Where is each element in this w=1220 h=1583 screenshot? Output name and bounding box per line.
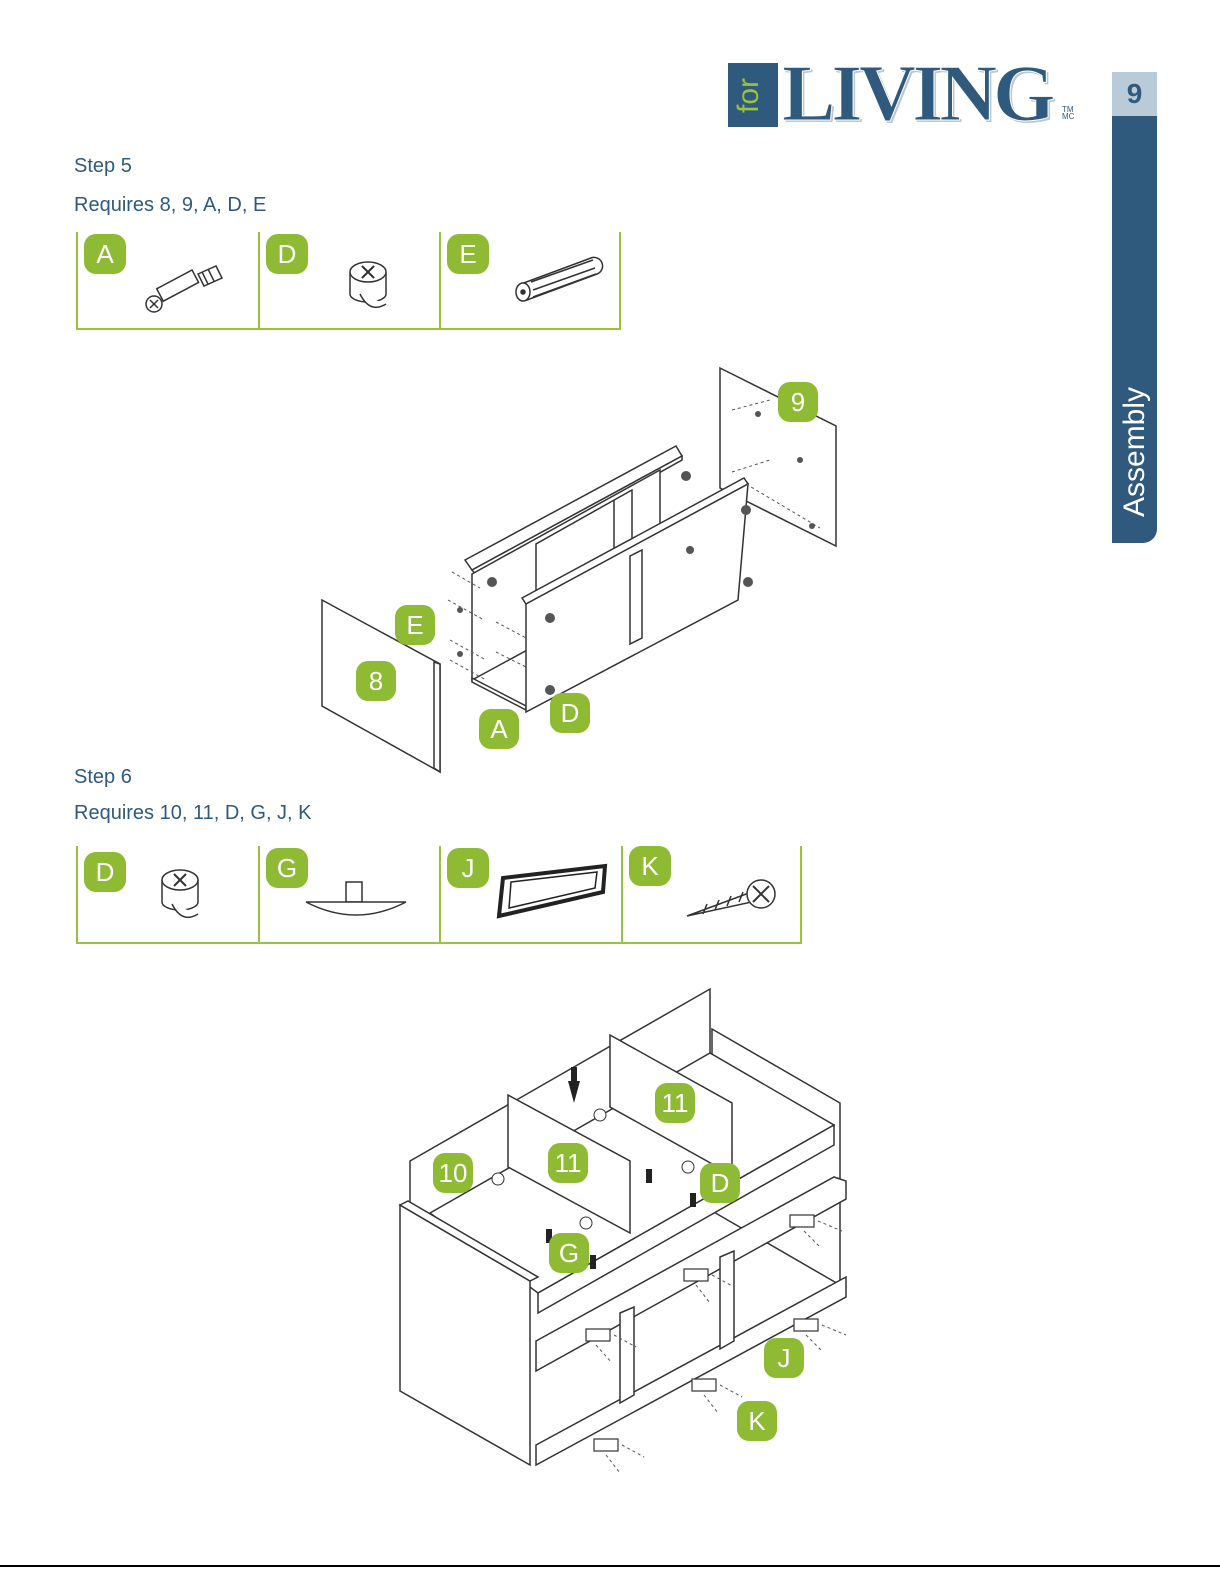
logo-box: for	[728, 63, 778, 127]
wood-screw-icon	[623, 846, 804, 942]
part-cell-g: G	[258, 846, 439, 942]
step6-requires: Requires 10, 11, D, G, J, K	[74, 802, 312, 825]
step6-assembly-diagram	[390, 985, 860, 1485]
callout-part-g: G	[549, 1233, 589, 1273]
mending-bracket-icon	[441, 846, 623, 942]
callout-panel-9: 9	[778, 382, 818, 422]
page-number: 9	[1112, 72, 1157, 116]
step5-parts-table: A D E	[76, 232, 621, 330]
callout-partition-11-back: 11	[655, 1083, 695, 1123]
callout-part-d: D	[550, 693, 590, 733]
cam-lock-icon	[260, 232, 441, 328]
wood-dowel-icon	[441, 232, 623, 328]
part-cell-d: D	[258, 232, 439, 328]
part-cell-a: A	[76, 232, 258, 328]
callout-part-j: J	[764, 1338, 804, 1378]
section-tab-label: Assembly	[1118, 387, 1152, 517]
callout-part-k: K	[737, 1401, 777, 1441]
cam-lock-icon	[78, 846, 260, 942]
step6-parts-table: D G J K	[76, 846, 802, 944]
callout-partition-11-front: 11	[548, 1143, 588, 1183]
step5-title: Step 5	[74, 155, 132, 178]
callout-part-e: E	[395, 605, 435, 645]
logo-mc: MC	[1062, 112, 1074, 121]
logo-word: LIVING	[782, 54, 1051, 134]
part-cell-e: E	[439, 232, 621, 328]
shelf-support-icon	[260, 846, 441, 942]
cam-bolt-icon	[78, 232, 260, 328]
step5-requires: Requires 8, 9, A, D, E	[74, 194, 266, 217]
part-cell-k: K	[621, 846, 802, 942]
logo-small-text: for	[732, 78, 766, 113]
callout-panel-10: 10	[433, 1153, 473, 1193]
callout-panel-8: 8	[356, 661, 396, 701]
part-cell-j: J	[439, 846, 621, 942]
callout-part-a: A	[479, 709, 519, 749]
part-cell-d: D	[76, 846, 258, 942]
callout-part-d: D	[700, 1163, 740, 1203]
step6-title: Step 6	[74, 766, 132, 789]
page-bottom-rule	[0, 1565, 1220, 1567]
